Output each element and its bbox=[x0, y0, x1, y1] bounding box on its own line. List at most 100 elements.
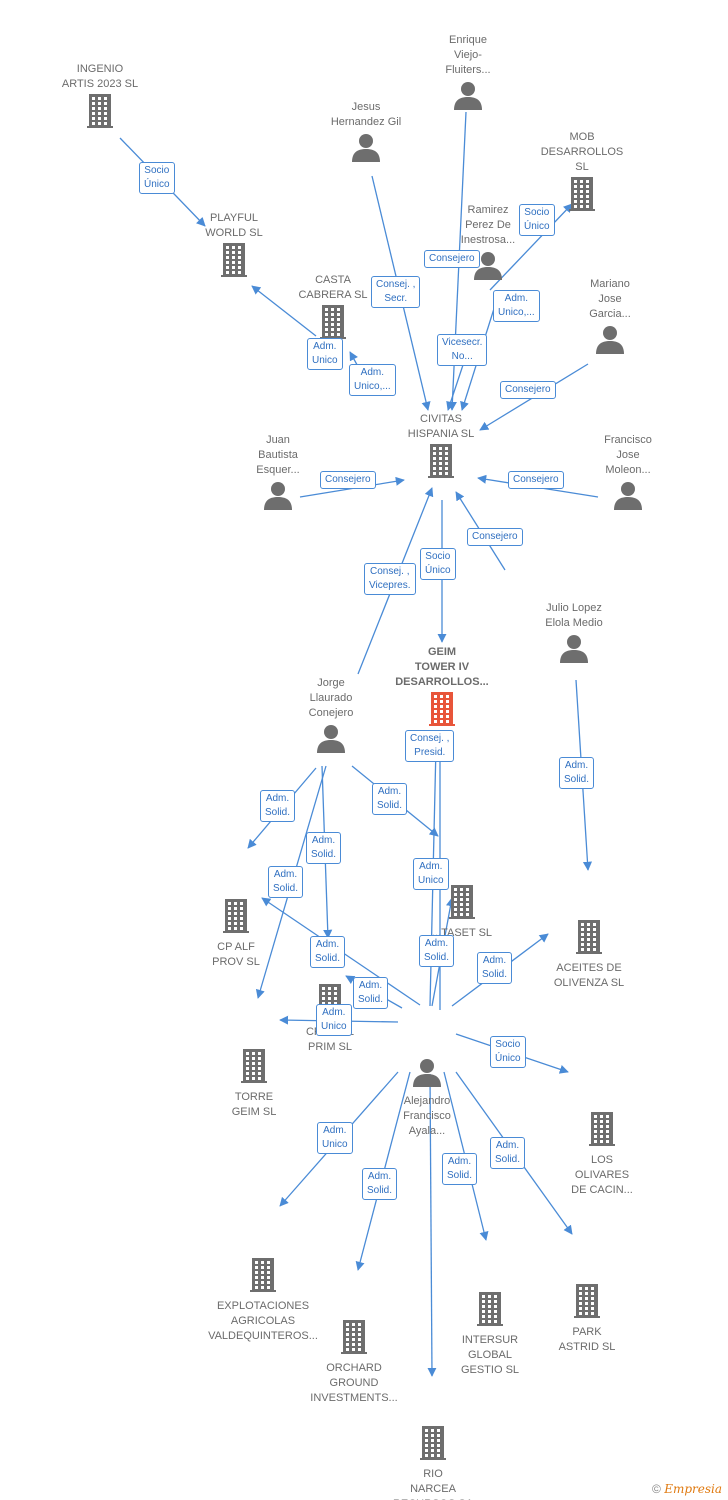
relation-badge[interactable]: Consej. , Secr. bbox=[371, 276, 421, 308]
node-mob-desarrollos[interactable]: MOB DESARROLLOS SL bbox=[517, 130, 647, 218]
person-icon bbox=[301, 132, 431, 167]
relation-edge bbox=[489, 203, 573, 291]
relation-edge bbox=[251, 285, 317, 337]
node-playful-world[interactable]: PLAYFUL WORLD SL bbox=[169, 211, 299, 284]
relation-badge[interactable]: Adm. Solid. bbox=[310, 936, 346, 968]
relation-badge[interactable]: Socio Único bbox=[490, 1036, 526, 1068]
brand-logo: Empresia bbox=[664, 1482, 722, 1496]
relation-badge[interactable]: Adm. Solid. bbox=[490, 1137, 526, 1169]
relation-badge[interactable]: Adm. Solid. bbox=[442, 1153, 478, 1185]
node-label: ORCHARD GROUND INVESTMENTS... bbox=[310, 1362, 398, 1404]
node-label: GEIM TOWER IV DESARROLLOS... bbox=[395, 646, 489, 688]
building-icon bbox=[198, 1258, 328, 1297]
relation-badge[interactable]: Adm. Solid. bbox=[260, 790, 296, 822]
node-label: CIVITAS HISPANIA SL bbox=[407, 413, 475, 440]
building-icon bbox=[368, 1426, 498, 1465]
node-rio-narcea[interactable]: RIO NARCEA RECURSOS SA bbox=[368, 1424, 498, 1500]
relation-badge[interactable]: Consej. , Vicepres. bbox=[364, 563, 416, 595]
building-icon bbox=[171, 899, 301, 938]
person-icon bbox=[545, 324, 675, 359]
relation-badge[interactable]: Adm. Solid. bbox=[268, 866, 304, 898]
relation-badge[interactable]: Consejero bbox=[508, 471, 564, 489]
relation-badge[interactable]: Adm. Solid. bbox=[559, 757, 595, 789]
node-label: CASTA CABRERA SL bbox=[298, 274, 368, 301]
node-mitaset[interactable]: ...TASET SL bbox=[397, 883, 527, 941]
node-label: Francisco Jose Moleon... bbox=[604, 434, 652, 476]
node-ingenio-artis[interactable]: INGENIO ARTIS 2023 SL bbox=[35, 62, 165, 135]
relation-badge[interactable]: Adm. Solid. bbox=[306, 832, 342, 864]
relation-badge[interactable]: Consej. , Presid. bbox=[405, 730, 455, 762]
relation-badge[interactable]: Adm. Unico bbox=[413, 858, 449, 890]
relation-badge[interactable]: Adm. Unico bbox=[316, 1004, 352, 1036]
building-icon bbox=[517, 177, 647, 216]
relation-badge[interactable]: Adm. Solid. bbox=[477, 952, 513, 984]
relation-badge[interactable]: Consejero bbox=[424, 250, 480, 268]
person-icon bbox=[403, 80, 533, 115]
node-juan-bautista[interactable]: Juan Bautista Esquer... bbox=[213, 433, 343, 517]
node-label: PARK ASTRID SL bbox=[558, 1326, 616, 1353]
relation-badge[interactable]: Adm. Solid. bbox=[372, 783, 408, 815]
relation-badge[interactable]: Socio Único bbox=[139, 162, 175, 194]
node-park-astrid[interactable]: PARK ASTRID SL bbox=[522, 1282, 652, 1355]
node-label: Mariano Jose Garcia... bbox=[589, 278, 631, 320]
node-label: EXPLOTACIONES AGRICOLAS VALDEQUINTEROS..… bbox=[208, 1300, 318, 1342]
node-los-olivares[interactable]: LOS OLIVARES DE CACIN... bbox=[537, 1110, 667, 1198]
node-intersur-global[interactable]: INTERSUR GLOBAL GESTIO SL bbox=[425, 1290, 555, 1378]
relation-badge[interactable]: Consejero bbox=[500, 381, 556, 399]
relation-badge[interactable]: Consejero bbox=[320, 471, 376, 489]
node-civitas-hispania[interactable]: CIVITAS HISPANIA SL bbox=[376, 412, 506, 485]
copyright-footer: © Empresia bbox=[652, 1482, 722, 1496]
node-label: TORRE GEIM SL bbox=[231, 1091, 277, 1118]
person-icon bbox=[423, 250, 553, 285]
node-orchard-ground[interactable]: ORCHARD GROUND INVESTMENTS... bbox=[289, 1318, 419, 1406]
node-ramirez-perez[interactable]: Ramirez Perez De Inestrosa... bbox=[423, 203, 553, 287]
node-label: Jorge Llaurado Conejero bbox=[308, 677, 354, 719]
node-mariano-jose[interactable]: Mariano Jose Garcia... bbox=[545, 277, 675, 361]
building-icon bbox=[377, 692, 507, 731]
building-icon bbox=[397, 885, 527, 924]
node-label: MOB DESARROLLOS SL bbox=[540, 131, 624, 173]
building-icon bbox=[289, 1320, 419, 1359]
relation-badge[interactable]: Adm. Unico,... bbox=[349, 364, 396, 396]
relation-badge[interactable]: Adm. Solid. bbox=[362, 1168, 398, 1200]
node-julio-lopez[interactable]: Julio Lopez Elola Medio bbox=[509, 601, 639, 670]
relation-badge[interactable]: Socio Único bbox=[420, 548, 456, 580]
building-icon bbox=[524, 920, 654, 959]
node-francisco-jose[interactable]: Francisco Jose Moleon... bbox=[563, 433, 693, 517]
node-label: CP ALF PROV SL bbox=[212, 941, 260, 968]
node-casta-cabrera[interactable]: CASTA CABRERA SL bbox=[268, 273, 398, 346]
relation-badge[interactable]: Adm. Unico bbox=[307, 338, 343, 370]
person-icon bbox=[213, 480, 343, 515]
relation-badge[interactable]: Vicesecr. No... bbox=[437, 334, 488, 366]
node-enrique-viejo[interactable]: Enrique Viejo- Fluiters... bbox=[403, 33, 533, 117]
node-label: PLAYFUL WORLD SL bbox=[205, 212, 263, 239]
node-geim-tower-center[interactable]: GEIM TOWER IV DESARROLLOS... bbox=[377, 645, 507, 733]
relation-badge[interactable]: Adm. Unico,... bbox=[493, 290, 540, 322]
relation-badge[interactable]: Socio Único bbox=[519, 204, 555, 236]
node-label: Enrique Viejo- Fluiters... bbox=[445, 34, 491, 76]
node-label: INGENIO ARTIS 2023 SL bbox=[61, 63, 139, 90]
node-aceites-olivenza[interactable]: ACEITES DE OLIVENZA SL bbox=[524, 918, 654, 991]
node-label: RIO NARCEA RECURSOS SA bbox=[393, 1468, 473, 1500]
building-icon bbox=[425, 1292, 555, 1331]
node-cp-alf-prov[interactable]: CP ALF PROV SL bbox=[171, 897, 301, 970]
relation-badge[interactable]: Adm. Solid. bbox=[419, 935, 455, 967]
node-label: ACEITES DE OLIVENZA SL bbox=[553, 962, 625, 989]
relation-badge[interactable]: Adm. Solid. bbox=[353, 977, 389, 1009]
person-icon bbox=[266, 723, 396, 758]
building-icon bbox=[537, 1112, 667, 1151]
node-label: Alejandro Francisco Ayala... bbox=[403, 1095, 451, 1137]
building-icon bbox=[169, 243, 299, 282]
person-icon bbox=[362, 1057, 492, 1092]
node-explotaciones-agricolas[interactable]: EXPLOTACIONES AGRICOLAS VALDEQUINTEROS..… bbox=[198, 1256, 328, 1344]
node-torre-geim[interactable]: TORRE GEIM SL bbox=[189, 1047, 319, 1120]
building-icon bbox=[376, 444, 506, 483]
relation-badge[interactable]: Adm. Unico bbox=[317, 1122, 353, 1154]
person-icon bbox=[563, 480, 693, 515]
node-jorge-llaurado[interactable]: Jorge Llaurado Conejero bbox=[266, 676, 396, 760]
node-alejandro-ayala[interactable]: Alejandro Francisco Ayala... bbox=[362, 1055, 492, 1139]
relation-badge[interactable]: Consejero bbox=[467, 528, 523, 546]
node-jesus-hernandez[interactable]: Jesus Hernandez Gil bbox=[301, 100, 431, 169]
node-label: LOS OLIVARES DE CACIN... bbox=[571, 1154, 633, 1196]
